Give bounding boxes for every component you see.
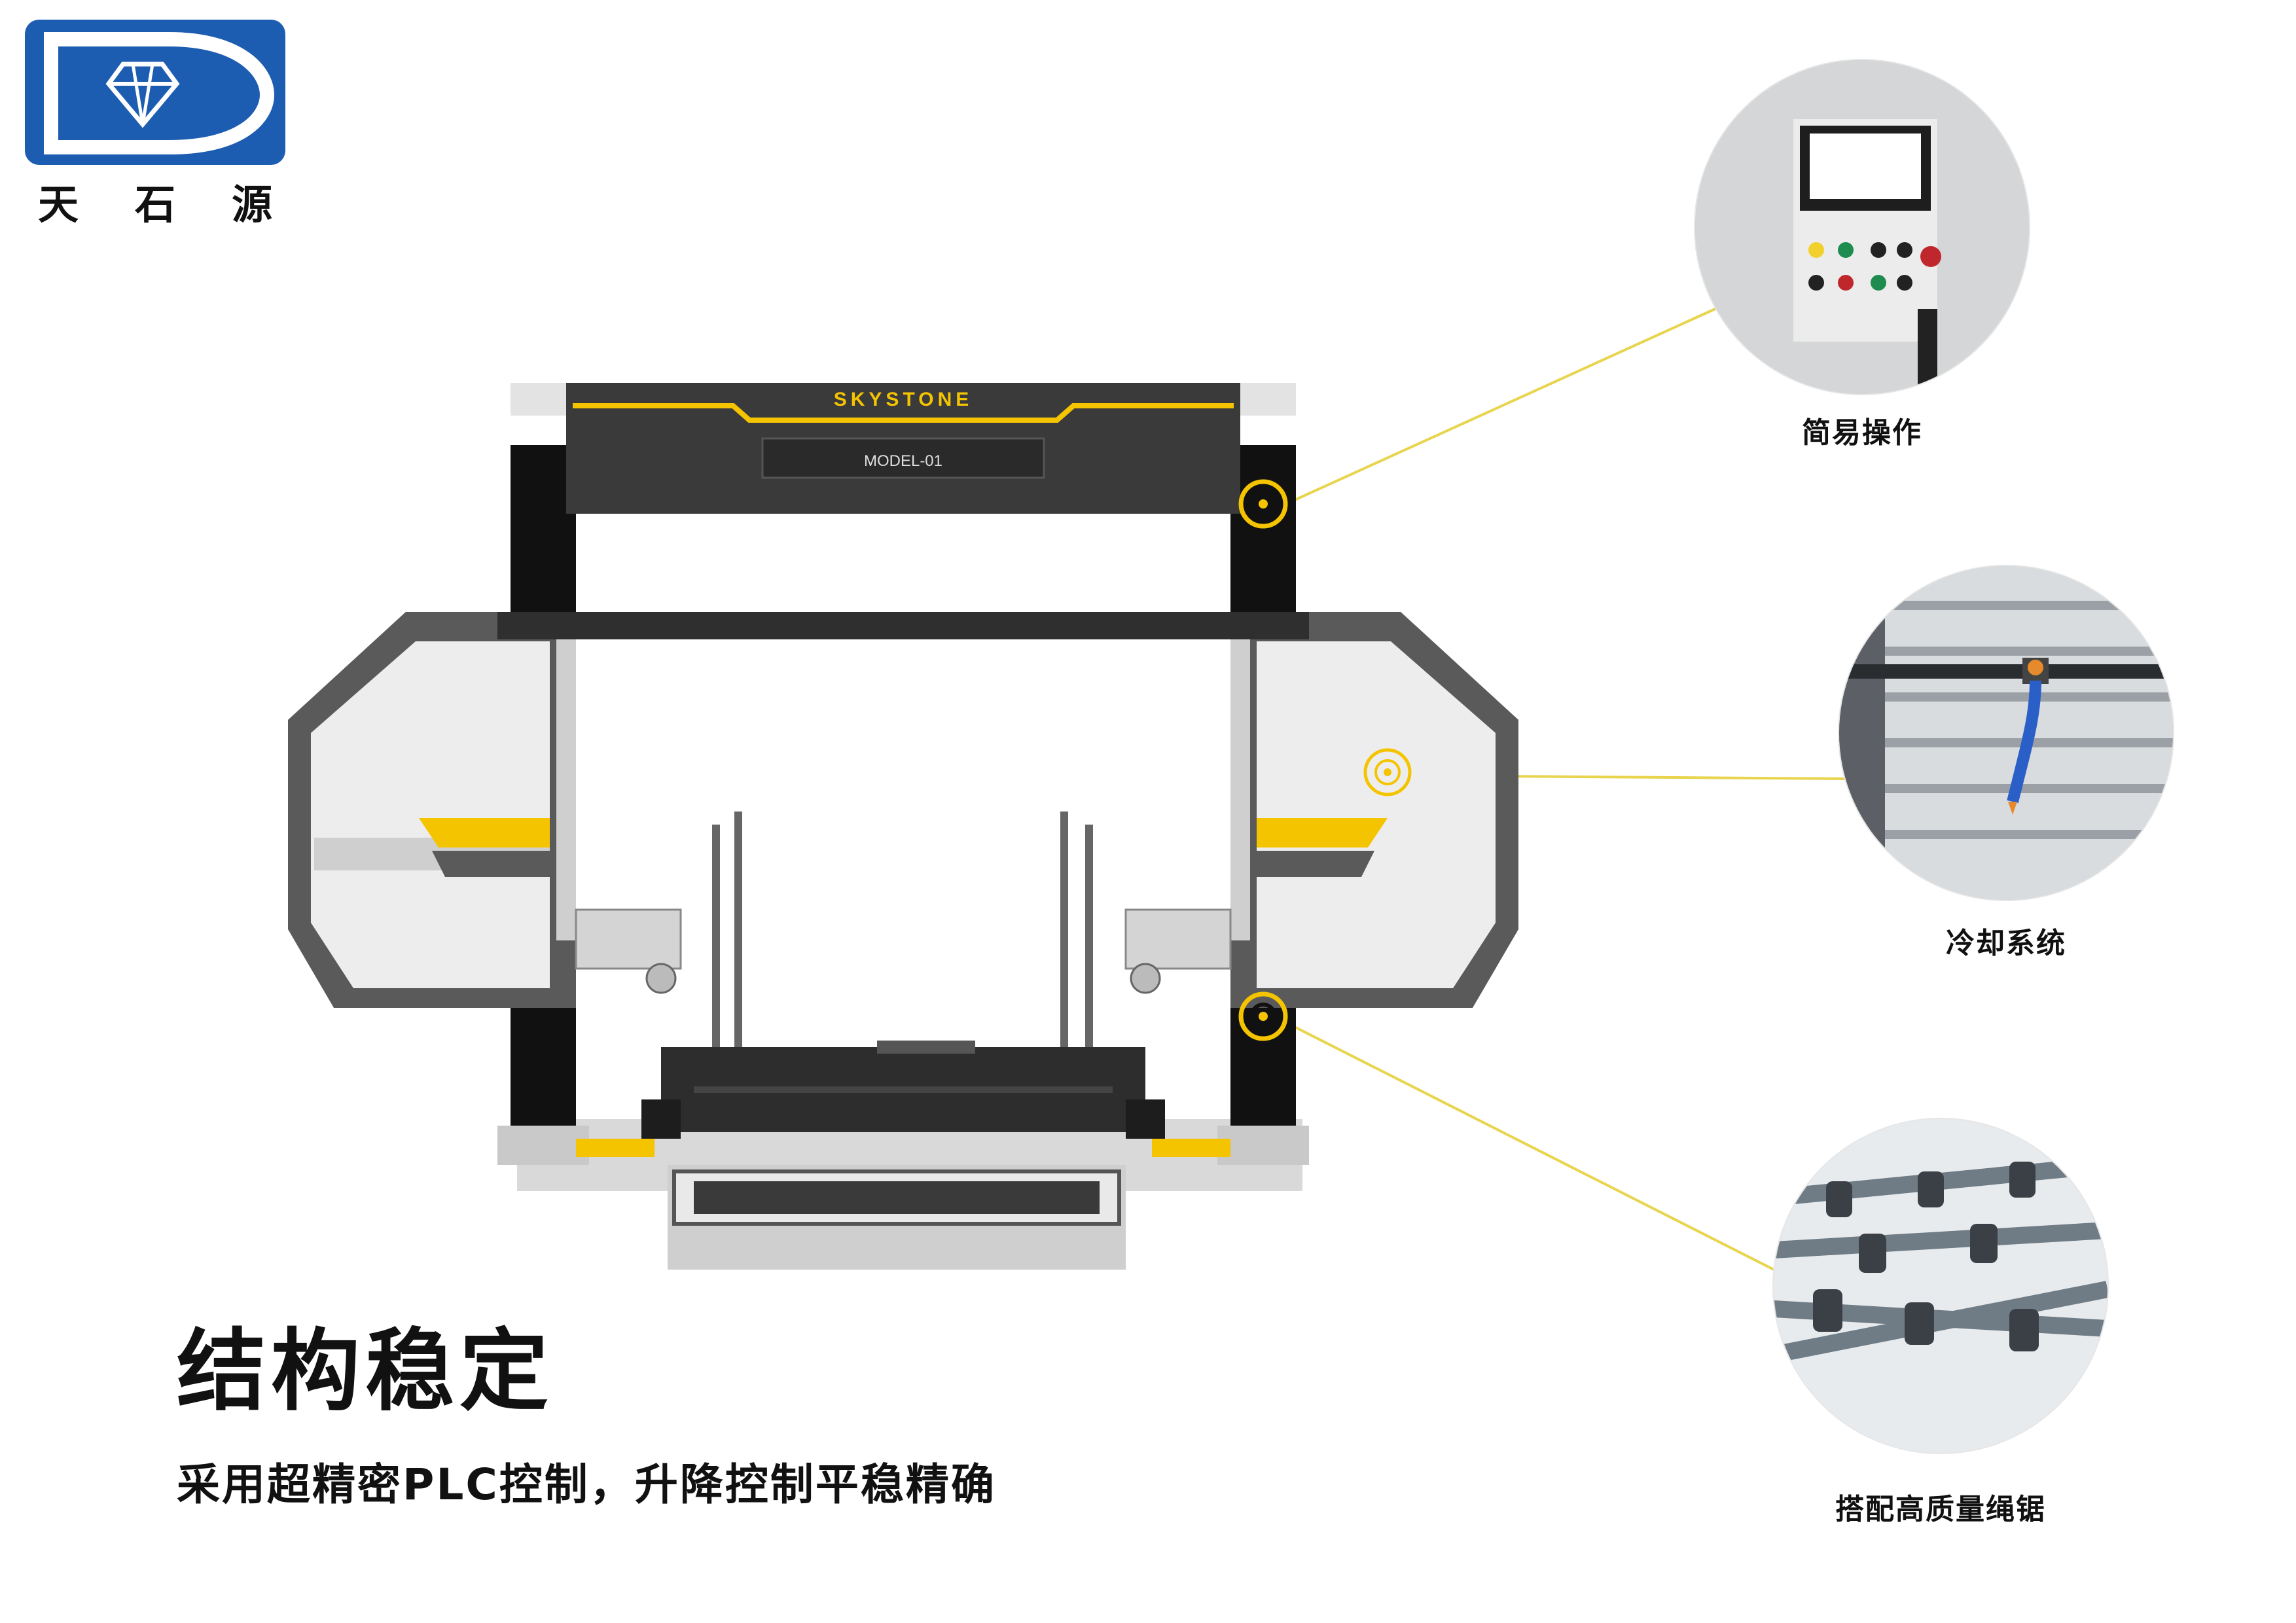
- callout-cooling-photo: [1839, 566, 2173, 900]
- callout-wire-saw-photo: [1774, 1119, 2108, 1453]
- callout-control-panel-photo: [1695, 60, 2029, 394]
- brand-name: 天 石 源: [25, 171, 285, 230]
- brand-char-3: 源: [231, 181, 272, 228]
- cooling-nozzle-icon: [1839, 566, 2173, 900]
- headline: 结构稳定: [177, 1320, 554, 1423]
- callout-label-cooling: 冷却系统: [1946, 927, 2066, 960]
- callout-label-wire-saw: 搭配高质量绳锯: [1835, 1493, 2046, 1526]
- wire-saw-machine: SKYSTONE MODEL-01: [288, 383, 1518, 1270]
- machine-model-label: MODEL-01: [864, 452, 942, 470]
- diamond-logo-icon: [44, 32, 275, 154]
- brand-char-1: 天: [38, 181, 79, 228]
- brand-char-2: 石: [134, 181, 175, 228]
- control-panel-icon: [1695, 60, 2029, 394]
- subtext: 采用超精密PLC控制，升降控制平稳精确: [177, 1459, 996, 1510]
- callout-label-control: 简易操作: [1802, 416, 1922, 450]
- brand-logo: [25, 20, 285, 165]
- machine-brand-label: SKYSTONE: [834, 389, 973, 410]
- diamond-wire-saw-icon: [1774, 1119, 2108, 1453]
